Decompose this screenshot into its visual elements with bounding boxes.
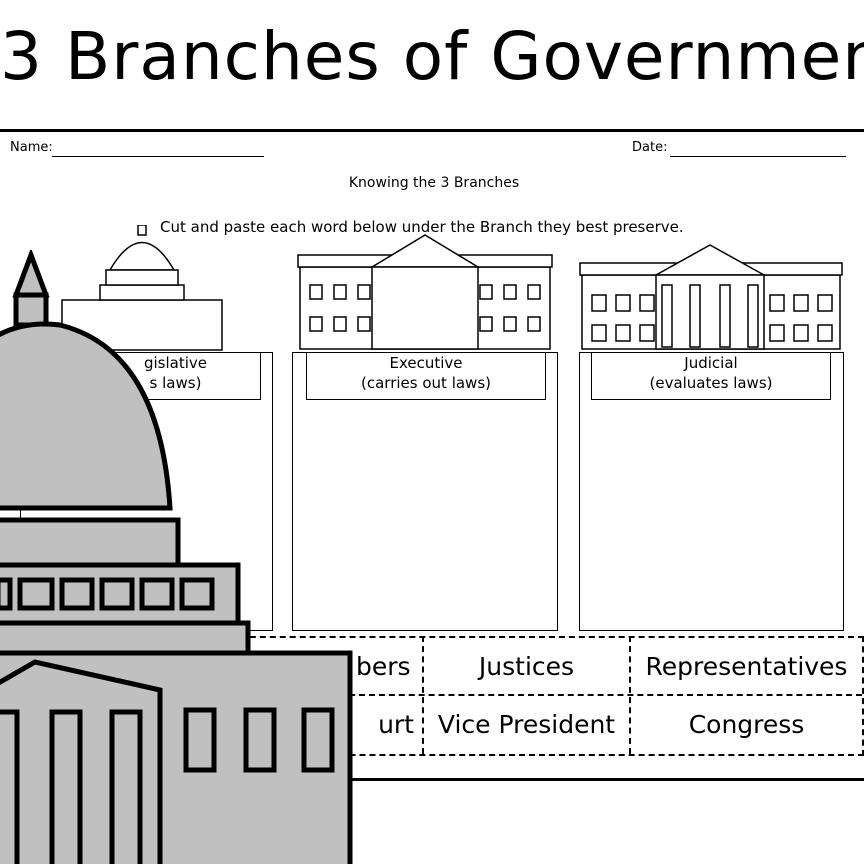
date-line [670, 142, 846, 157]
title-divider [0, 129, 864, 132]
word-card[interactable]: Justices [478, 651, 575, 681]
branch-name: gislative [143, 354, 208, 372]
worksheet-bottom-rule [0, 778, 864, 781]
capitol-overlay-icon [0, 250, 353, 864]
branch-name: Judicial [684, 354, 738, 372]
word-card[interactable]: Congress [688, 709, 805, 739]
instructions: Cut and paste each word below under the … [160, 218, 684, 236]
page-title: 3 Branches of Government [0, 18, 864, 95]
branch-desc: (evaluates laws) [649, 374, 773, 392]
grid-divider [200, 694, 862, 696]
word-card[interactable]: bers [356, 651, 411, 681]
grid-divider [629, 636, 631, 754]
branch-desc: s laws) [149, 374, 202, 392]
name-line [52, 142, 264, 157]
executive-header: Executive (carries out laws) [306, 352, 546, 400]
name-label: Name: [10, 140, 53, 155]
supreme-court-icon [579, 244, 843, 350]
date-label: Date: [632, 140, 668, 155]
word-card[interactable]: urt [378, 709, 414, 739]
branch-name: Executive [389, 354, 463, 372]
branch-desc: (carries out laws) [361, 374, 491, 392]
capitol-building-icon [61, 225, 223, 351]
word-card[interactable]: Representatives [645, 651, 848, 681]
word-card[interactable]: Vice President [437, 709, 616, 739]
worksheet-heading: Knowing the 3 Branches [348, 175, 520, 191]
grid-divider [422, 636, 424, 754]
judicial-header: Judicial (evaluates laws) [591, 352, 831, 400]
buildings-illustration [61, 225, 843, 351]
white-house-icon [297, 234, 553, 350]
